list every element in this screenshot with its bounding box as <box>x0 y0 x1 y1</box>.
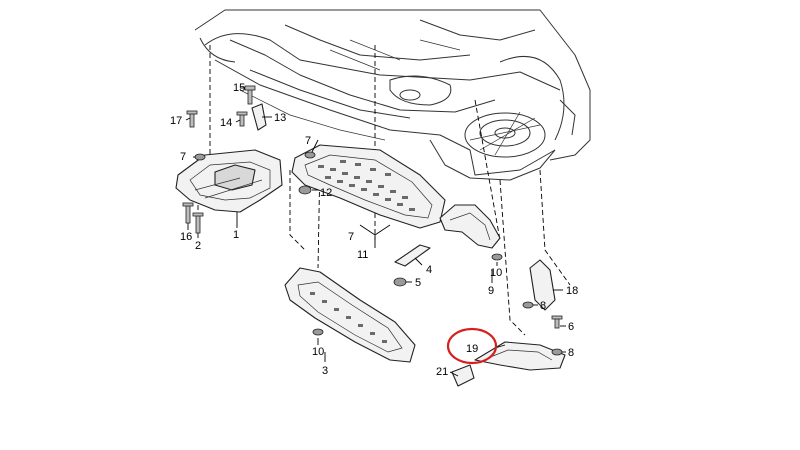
highlight-circle <box>446 327 498 365</box>
callout-11: 11 <box>357 249 368 261</box>
callout-3: 3 <box>322 365 328 377</box>
svg-text:14: 14 <box>220 117 232 129</box>
nut-12 <box>298 185 312 195</box>
fasteners <box>182 85 563 356</box>
part-11-center-undertray <box>291 144 446 248</box>
bolt-6 <box>554 317 560 329</box>
callout-14: 14 <box>220 117 232 129</box>
part-19-deflector <box>474 341 566 371</box>
svg-text:8: 8 <box>568 347 574 359</box>
vehicle-underbody <box>194 9 591 181</box>
svg-text:6: 6 <box>568 321 574 333</box>
callout-leaders <box>185 87 566 353</box>
part-13-bracket <box>251 103 272 131</box>
svg-text:3: 3 <box>322 365 328 377</box>
callout-6: 6 <box>568 321 574 333</box>
nut-10-right <box>491 253 503 261</box>
svg-text:5: 5 <box>415 277 421 289</box>
svg-text:10: 10 <box>312 346 324 358</box>
callout-8-lower: 8 <box>568 347 574 359</box>
callout-10-right: 10 <box>490 267 502 279</box>
svg-text:15: 15 <box>233 82 245 94</box>
svg-text:7: 7 <box>348 231 354 243</box>
callout-21: 21 <box>436 366 448 378</box>
svg-text:8: 8 <box>540 300 546 312</box>
svg-text:16: 16 <box>180 231 192 243</box>
svg-text:10: 10 <box>490 267 502 279</box>
svg-text:13: 13 <box>274 112 286 124</box>
bolt-15 <box>247 87 253 105</box>
nut-7-left <box>194 153 206 161</box>
part-18-bracket <box>529 259 563 311</box>
callout-17: 17 <box>170 115 182 127</box>
callout-15: 15 <box>233 82 245 94</box>
callout-12: 12 <box>320 187 332 199</box>
callout-7-left: 7 <box>180 151 186 163</box>
nut-8-lower <box>551 348 563 356</box>
part-1-engine-undertray <box>175 149 283 228</box>
callout-19: 19 <box>466 343 478 355</box>
callout-1: 1 <box>233 229 239 241</box>
part-21-bracket <box>449 364 475 387</box>
bolt-2 <box>195 214 201 234</box>
svg-text:17: 17 <box>170 115 182 127</box>
callout-4: 4 <box>426 264 432 276</box>
svg-text:2: 2 <box>195 240 201 252</box>
svg-text:11: 11 <box>357 249 368 261</box>
callout-5: 5 <box>415 277 421 289</box>
nut-5 <box>393 277 407 287</box>
callout-16: 16 <box>180 231 192 243</box>
callout-18: 18 <box>566 285 578 297</box>
svg-text:12: 12 <box>320 187 332 199</box>
callout-9: 9 <box>488 285 494 297</box>
svg-text:1: 1 <box>233 229 239 241</box>
svg-text:18: 18 <box>566 285 578 297</box>
callout-labels: 15 14 13 17 7 7 12 16 2 1 7 <box>170 82 578 378</box>
part-9-air-guide <box>439 204 501 283</box>
callout-7-center: 7 <box>305 135 311 147</box>
callout-8-upper: 8 <box>540 300 546 312</box>
bolt-17 <box>189 112 195 128</box>
svg-text:4: 4 <box>426 264 432 276</box>
nut-7-center <box>304 151 316 159</box>
nut-8-upper <box>522 301 534 309</box>
svg-text:21: 21 <box>436 366 448 378</box>
svg-text:7: 7 <box>180 151 186 163</box>
callout-7-bottom: 7 <box>348 231 354 243</box>
callout-10-left: 10 <box>312 346 324 358</box>
svg-text:7: 7 <box>305 135 311 147</box>
part-3-side-undertray <box>284 267 416 363</box>
svg-text:9: 9 <box>488 285 494 297</box>
bolt-14 <box>239 113 245 127</box>
bolt-16 <box>185 204 191 224</box>
callout-13: 13 <box>274 112 286 124</box>
callout-2: 2 <box>195 240 201 252</box>
svg-text:19: 19 <box>466 343 478 355</box>
part-4-strip <box>394 244 431 267</box>
nut-10-left <box>312 328 324 336</box>
